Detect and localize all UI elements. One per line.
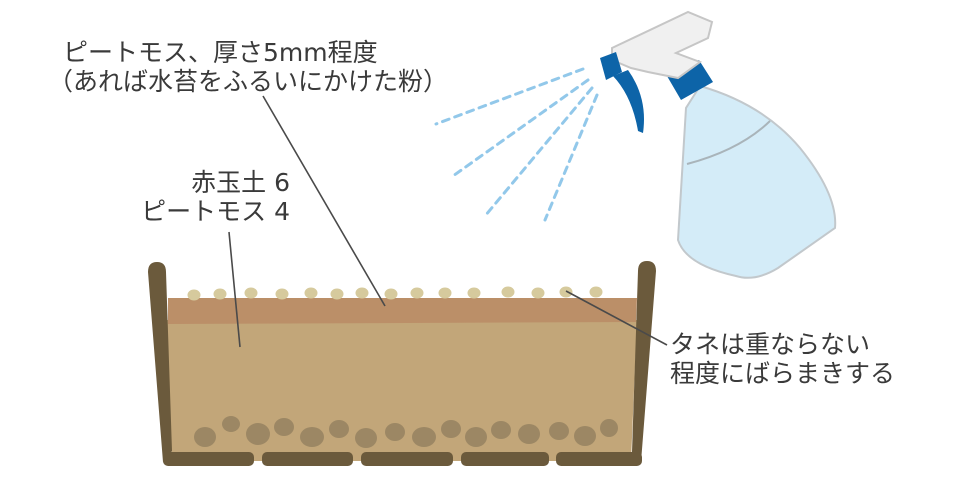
seeds <box>187 286 603 301</box>
pot-foot <box>461 452 549 466</box>
stone <box>574 426 596 446</box>
seed <box>410 287 424 299</box>
stone <box>300 427 324 447</box>
pot-foot <box>556 452 642 466</box>
seed <box>244 287 258 299</box>
stone <box>246 423 270 445</box>
stone <box>600 419 618 437</box>
label-line: ピートモス 4 <box>141 197 290 226</box>
stone <box>549 422 569 440</box>
mist-stream <box>434 67 585 126</box>
seed <box>384 288 398 300</box>
pot-foot <box>361 452 453 466</box>
seed <box>531 287 545 299</box>
mist-stream <box>451 78 590 178</box>
label-line: ピートモス、厚さ5mm程度 <box>63 38 378 67</box>
stone <box>329 420 349 438</box>
leader-line-seeds <box>565 290 668 346</box>
label-line: タネは重ならない <box>670 330 871 359</box>
seed <box>330 288 344 300</box>
spray-bottle-icon <box>600 10 837 279</box>
seed <box>187 289 201 301</box>
stone <box>441 420 461 438</box>
seed <box>304 287 318 299</box>
nozzle-tip <box>600 52 622 80</box>
seed <box>589 286 603 298</box>
trigger-head <box>611 10 714 80</box>
leader-lines <box>228 95 668 348</box>
stone <box>412 427 436 447</box>
seed <box>355 287 369 299</box>
leader-line-peat <box>262 95 386 307</box>
seed <box>501 286 515 298</box>
stone <box>222 416 240 432</box>
bottle-shoulder-line <box>686 120 771 165</box>
spray-mist <box>434 67 599 222</box>
seed <box>213 288 227 300</box>
label-peat-moss-layer: ピートモス、厚さ5mm程度 （あれば水苔をふるいにかけた粉） <box>48 38 448 96</box>
seed <box>275 288 289 300</box>
bottle-body <box>676 84 837 279</box>
seed <box>559 286 573 298</box>
peat-moss-layer <box>168 298 637 324</box>
stone <box>518 424 540 444</box>
pot-right-wall <box>632 261 656 462</box>
label-seed-sowing: タネは重ならない 程度にばらまきする <box>670 330 895 388</box>
stone-layer <box>194 416 618 448</box>
label-soil-mix: 赤玉土 6 ピートモス 4 <box>112 168 290 226</box>
soil-mix <box>166 320 637 461</box>
trigger-lever <box>613 70 644 133</box>
leader-line-mix <box>228 231 241 348</box>
label-line: 程度にばらまきする <box>670 359 896 388</box>
stone <box>355 428 377 448</box>
pot <box>148 261 656 466</box>
label-line: （あれば水苔をふるいにかけた粉） <box>48 67 449 96</box>
stone <box>274 418 294 436</box>
bottle-neck-collar <box>667 60 713 100</box>
seed <box>438 287 452 299</box>
pot-foot <box>163 452 254 466</box>
stone <box>491 421 511 439</box>
pot-left-wall <box>148 262 172 462</box>
stone <box>465 427 487 447</box>
stone <box>385 423 405 441</box>
stone <box>194 427 216 447</box>
label-line: 赤玉土 6 <box>191 168 290 197</box>
pot-foot <box>262 452 353 466</box>
mist-stream <box>483 86 594 218</box>
mist-stream <box>543 93 599 222</box>
pot-feet <box>163 452 642 466</box>
seed <box>467 287 481 299</box>
